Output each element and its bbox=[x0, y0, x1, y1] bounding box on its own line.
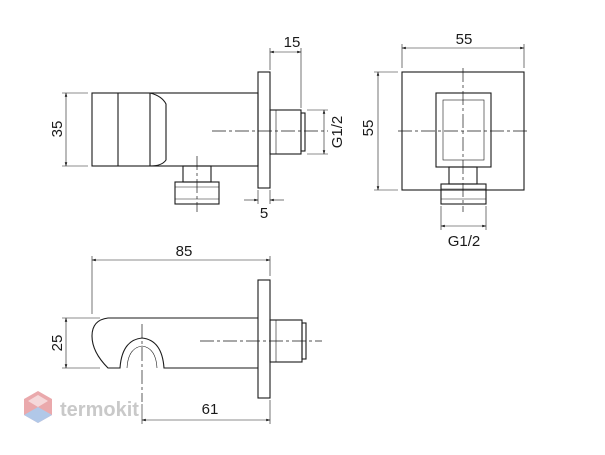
logo-hexagon-top-icon bbox=[28, 395, 48, 407]
side-view-flange bbox=[257, 71, 271, 189]
top-view-cup-inner bbox=[126, 345, 158, 369]
dim-top-length: 85 bbox=[176, 243, 193, 260]
watermark-text: termokit bbox=[60, 399, 139, 421]
dim-front-width: 55 bbox=[456, 31, 473, 48]
side-view-body bbox=[91, 92, 259, 167]
dim-side-depth: 15 bbox=[284, 34, 301, 51]
top-view-flange bbox=[257, 279, 271, 399]
side-view: 35 15 G1/2 5 bbox=[49, 34, 346, 222]
side-view-thread bbox=[269, 109, 302, 155]
top-view: 85 25 61 bbox=[49, 243, 322, 424]
dim-side-thread: G1/2 bbox=[329, 116, 346, 149]
side-view-holder-curve bbox=[149, 92, 167, 167]
logo-hexagon-lower-icon bbox=[24, 407, 52, 423]
dim-front-thread: G1/2 bbox=[448, 233, 481, 250]
front-view-outlet-nut bbox=[440, 183, 487, 205]
front-view: 55 55 G1/2 bbox=[360, 31, 528, 250]
front-view-inner bbox=[442, 99, 485, 161]
watermark-logo bbox=[24, 391, 52, 423]
dim-top-offset: 61 bbox=[202, 401, 219, 418]
dim-front-height: 55 bbox=[360, 120, 377, 137]
top-view-body bbox=[91, 317, 258, 369]
dim-side-flange: 5 bbox=[260, 205, 268, 222]
dim-side-height: 35 bbox=[49, 121, 66, 138]
side-view-thread-tip bbox=[300, 112, 306, 152]
front-view-body bbox=[435, 92, 492, 168]
dim-top-width: 25 bbox=[49, 335, 66, 352]
